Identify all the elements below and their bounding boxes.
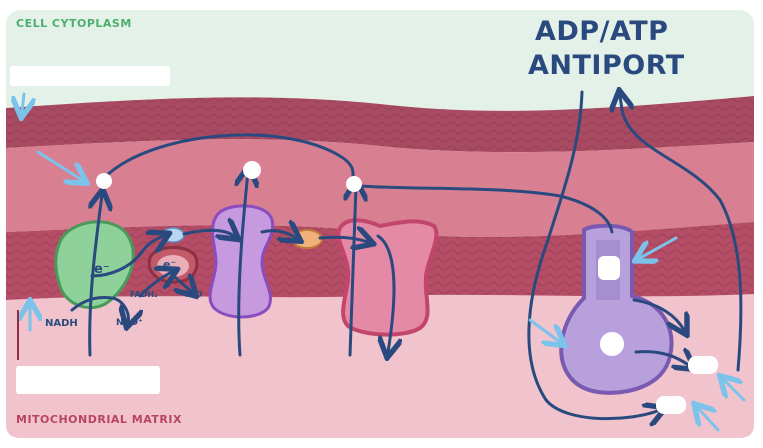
antiporter-out-arrow: [632, 298, 684, 330]
nadh-label: NADH: [45, 318, 78, 329]
oxygen-path: [378, 234, 394, 352]
pointer-arrow-1: [36, 150, 82, 180]
blank-marker-4: [598, 256, 620, 280]
pointer-arrow-5: [528, 318, 560, 342]
pointer-arrow-6: [724, 380, 746, 402]
blank-marker-5: [600, 332, 624, 356]
fad-label: FAD: [185, 290, 203, 299]
electron-label-1: e⁻: [94, 262, 110, 277]
antiport-title-line-1: ADP/ATP: [535, 16, 669, 47]
blank-marker-1: [96, 173, 112, 189]
pointer-arrow-2: [22, 92, 24, 112]
pointer-arrow-7: [698, 408, 720, 432]
blank-marker-6: [688, 356, 718, 374]
proton-to-antiporter: [358, 184, 614, 234]
atp-export-path: [620, 96, 743, 372]
antiporter-in-arrow: [634, 352, 690, 366]
proton-path-complex-1: [90, 195, 102, 357]
electron-label-2: e⁻: [163, 258, 177, 271]
antiport-title-line-2: ANTIPORT: [528, 50, 685, 81]
proton-path-complex-3: [239, 172, 248, 357]
fad-arrow: [176, 278, 192, 292]
pointer-arrows: [22, 92, 746, 432]
flow-lines: [70, 90, 743, 419]
electron-path-4: [318, 237, 368, 242]
coenzyme-q: [161, 227, 185, 243]
blank-label-bottom: [16, 366, 160, 394]
electron-path-3: [260, 231, 296, 238]
blank-marker-7: [656, 396, 686, 414]
fadh2-label: FADH₂: [130, 290, 158, 299]
blank-markers: [96, 161, 718, 414]
nadh-to-nad-arrow: [70, 296, 128, 323]
electron-path-1: [90, 236, 164, 278]
matrix-label: MITOCHONDRIAL MATRIX: [16, 413, 182, 426]
blank-marker-2: [243, 161, 261, 179]
fadh2-arrow: [138, 272, 172, 298]
electron-path-2: [182, 230, 234, 236]
cytoplasm-label: CELL CYTOPLASM: [16, 17, 132, 30]
proton-path-complex-4: [350, 186, 356, 357]
blank-marker-3: [346, 176, 362, 192]
adp-import-path: [527, 90, 660, 419]
proton-return-path: [102, 133, 356, 184]
blank-label-top: [10, 66, 170, 86]
nad-plus-label: NAD⁺: [116, 318, 143, 328]
pointer-arrow-4: [640, 236, 678, 258]
